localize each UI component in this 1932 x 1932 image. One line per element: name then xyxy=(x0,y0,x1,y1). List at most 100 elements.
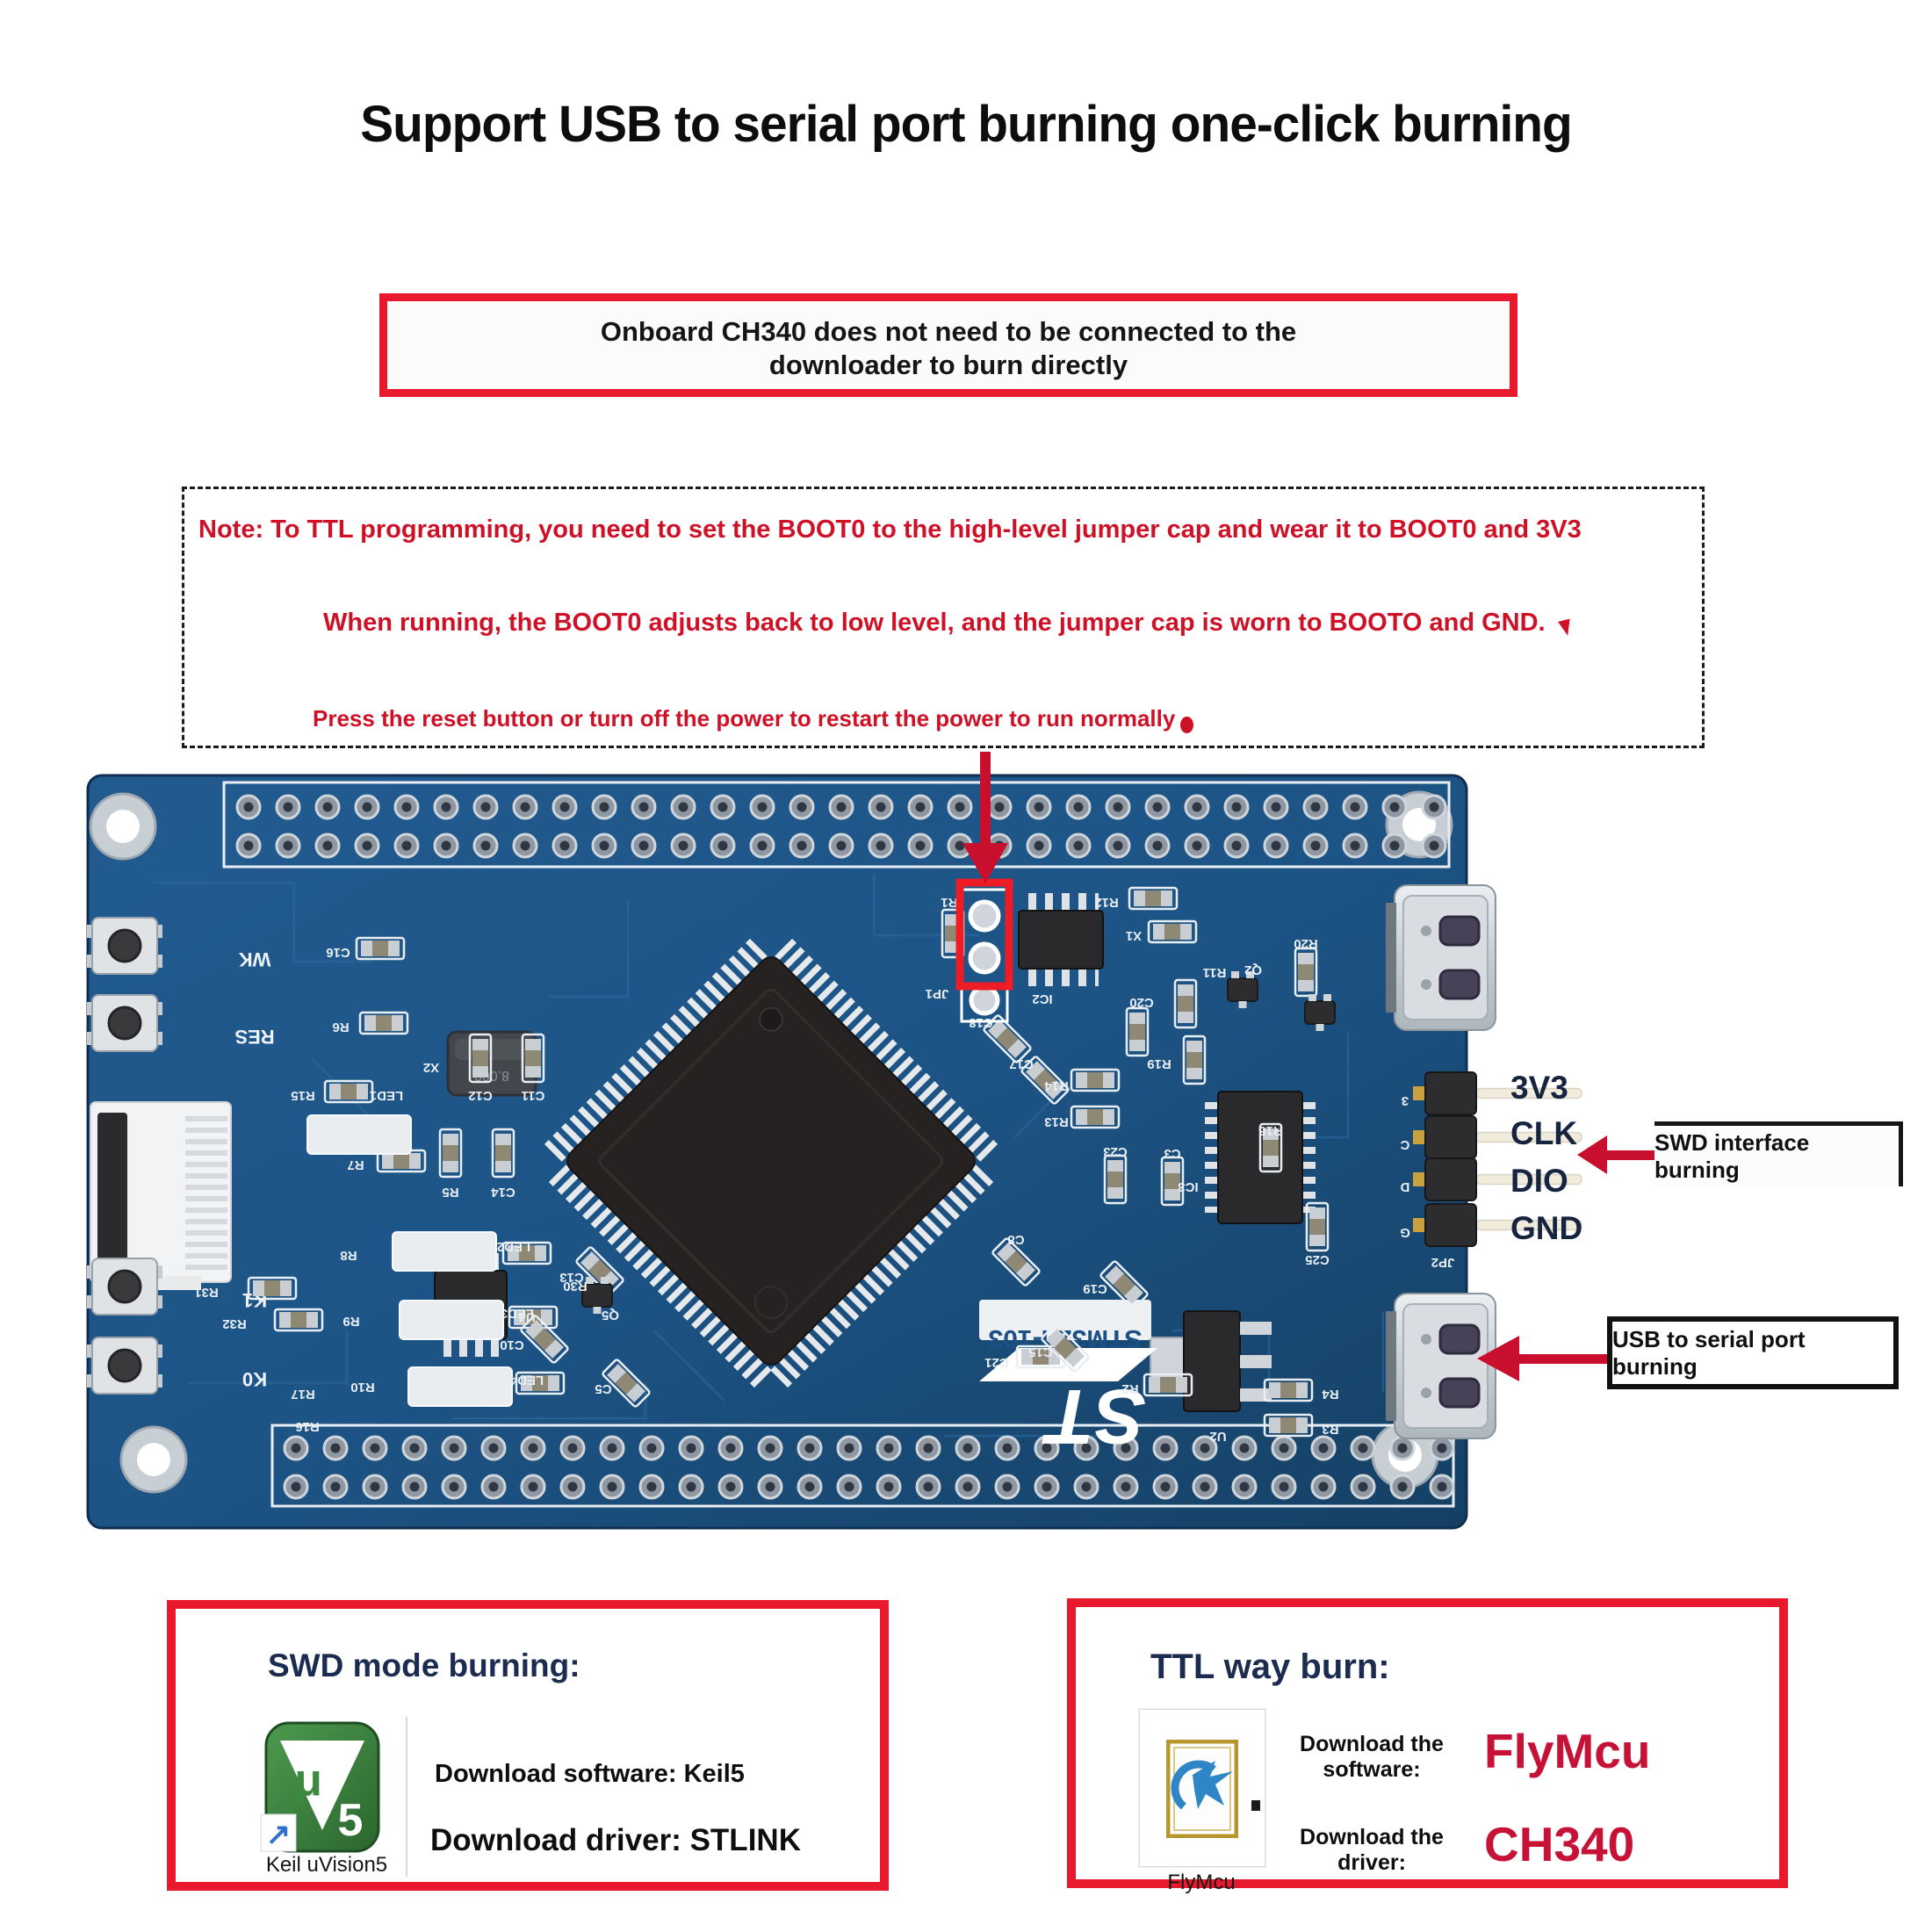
silkscreen-label: C19 xyxy=(1083,1281,1107,1296)
pin-label-dio: DIO xyxy=(1510,1163,1568,1199)
silkscreen-label: R15 xyxy=(291,1088,315,1103)
svg-text:5: 5 xyxy=(338,1795,364,1846)
silkscreen-label: C xyxy=(1400,1137,1409,1152)
ttl-software-value: FlyMcu xyxy=(1484,1724,1651,1778)
silkscreen-label: R17 xyxy=(291,1387,315,1402)
silkscreen-label: C17 xyxy=(1009,1056,1034,1071)
silkscreen-label: C13 xyxy=(559,1270,584,1285)
silkscreen-label: Q2 xyxy=(1244,962,1262,977)
silkscreen-label: R31 xyxy=(194,1285,219,1300)
silkscreen-label: 3 xyxy=(1402,1093,1409,1108)
swd-panel-title: SWD mode burning: xyxy=(268,1647,580,1683)
swd-arrow-stem xyxy=(1605,1150,1658,1160)
small-mark xyxy=(1251,1800,1260,1811)
top-header-silk xyxy=(222,781,1451,869)
tact-button-res: RES xyxy=(87,994,275,1052)
usbc-top xyxy=(1384,883,1497,1032)
silkscreen-label: U2 xyxy=(1209,1429,1226,1444)
banner-line-1: Onboard CH340 does not need to be connec… xyxy=(600,316,1297,347)
silkscreen-label: Q5 xyxy=(602,1308,619,1323)
jp2-header xyxy=(1413,1071,1582,1247)
silkscreen-label: R6 xyxy=(332,1020,349,1034)
keil-icon-caption: Keil uVision5 xyxy=(265,1853,388,1877)
usb-arrow-icon xyxy=(1477,1336,1519,1381)
banner-line-2: downloader to burn directly xyxy=(768,349,1128,380)
silkscreen-label: IC2 xyxy=(1032,991,1052,1006)
silkscreen-label: C21 xyxy=(984,1355,1009,1370)
silkscreen-label: D xyxy=(1400,1179,1409,1194)
silkscreen-label: R13 xyxy=(1044,1114,1069,1129)
silkscreen-label: LED3 xyxy=(501,1306,534,1321)
shortcut-arrow-icon: ↗ xyxy=(266,1818,292,1851)
silkscreen-label: R18 xyxy=(1258,1123,1283,1138)
boot0-arrow-stem xyxy=(980,752,991,845)
red-flag-mark xyxy=(1557,618,1574,638)
silkscreen-label: R12 xyxy=(1094,895,1119,910)
pin-label-clk: CLK xyxy=(1510,1115,1578,1151)
svg-text:ST: ST xyxy=(1042,1373,1146,1460)
tact-button-k1: K1 xyxy=(87,1258,267,1316)
svg-text:RES: RES xyxy=(234,1026,274,1048)
silkscreen-label: JP2 xyxy=(1431,1255,1455,1270)
red-dot-mark xyxy=(1180,717,1194,733)
silkscreen-label: R3 xyxy=(1322,1422,1338,1437)
ttl-driver-label: Download the driver: xyxy=(1300,1825,1444,1875)
note-box: Note: To TTL programming, you need to se… xyxy=(182,487,1705,748)
swd-callout-label: SWD interface burning xyxy=(1654,1121,1903,1186)
silkscreen-label: C20 xyxy=(1129,995,1154,1010)
ttl-software-label: Download the software: xyxy=(1300,1732,1444,1782)
banner-box: Onboard CH340 does not need to be connec… xyxy=(379,293,1517,397)
silkscreen-label: C10 xyxy=(500,1337,524,1352)
silkscreen-label: LED4 xyxy=(509,1373,544,1388)
silkscreen-label: R32 xyxy=(222,1316,247,1331)
silkscreen-label: C23 xyxy=(1103,1144,1128,1159)
tact-button-wk: WK xyxy=(87,917,271,975)
panel-divider xyxy=(406,1717,407,1877)
ttl-driver-value: CH340 xyxy=(1484,1817,1635,1871)
swd-driver-text: Download driver: STLINK xyxy=(430,1823,801,1857)
ttl-panel-title: TTL way burn: xyxy=(1150,1647,1390,1686)
flymcu-icon-caption: FlyMcu xyxy=(1167,1871,1236,1894)
silkscreen-label: C11 xyxy=(522,1088,545,1103)
silkscreen-label: C16 xyxy=(326,945,350,960)
usb-callout-label: USB to serial port burning xyxy=(1607,1316,1899,1389)
note-line-1: Note: To TTL programming, you need to se… xyxy=(198,515,1582,544)
silkscreen-label: R19 xyxy=(1147,1056,1171,1071)
svg-text:WK: WK xyxy=(239,948,271,970)
silkscreen-label: R16 xyxy=(295,1419,320,1434)
silkscreen-label: C12 xyxy=(468,1088,493,1103)
silkscreen-label: R11 xyxy=(1203,965,1227,980)
tact-button-k0: K0 xyxy=(87,1337,267,1395)
pin-label-3v3: 3V3 xyxy=(1510,1070,1568,1106)
silkscreen-label: R2 xyxy=(1121,1381,1138,1396)
flymcu-icon xyxy=(1166,1740,1238,1838)
silkscreen-label: IC3 xyxy=(1178,1179,1198,1194)
silkscreen-label: R20 xyxy=(1294,936,1318,951)
pin-header-holes xyxy=(235,794,1455,1500)
silkscreen-label: R30 xyxy=(563,1279,588,1294)
flymcu-icon-card xyxy=(1139,1709,1265,1867)
silkscreen-label: X1 xyxy=(1126,928,1142,943)
swd-software-text: Download software: Keil5 xyxy=(435,1760,745,1788)
silkscreen-label: C25 xyxy=(1305,1252,1330,1267)
soic8-ic2 xyxy=(1018,893,1104,986)
silkscreen-label: R7 xyxy=(347,1157,364,1172)
bottom-header-silk xyxy=(270,1424,1455,1508)
silkscreen-label: R8 xyxy=(340,1248,357,1263)
silkscreen-label: G xyxy=(1400,1225,1410,1240)
silkscreen-label: R10 xyxy=(350,1380,375,1395)
pin-label-gnd: GND xyxy=(1510,1210,1583,1246)
page-title: Support USB to serial port burning one-c… xyxy=(360,96,1573,153)
usb-arrow-stem xyxy=(1517,1354,1609,1364)
silkscreen-label: R4 xyxy=(1322,1387,1339,1402)
ttl-way-panel: TTL way burn: FlyMcu Download the softwa… xyxy=(1067,1598,1788,1894)
silkscreen-label: R14 xyxy=(1044,1078,1069,1093)
silkscreen-label: U4 xyxy=(518,1309,536,1324)
swd-mode-panel: SWD mode burning: μ 5 ↗ Keil uVision5 Do… xyxy=(167,1600,889,1891)
boot0-arrow-icon xyxy=(962,843,1008,883)
silkscreen-label: R1 xyxy=(941,895,957,910)
mcu-chip xyxy=(544,938,998,1388)
